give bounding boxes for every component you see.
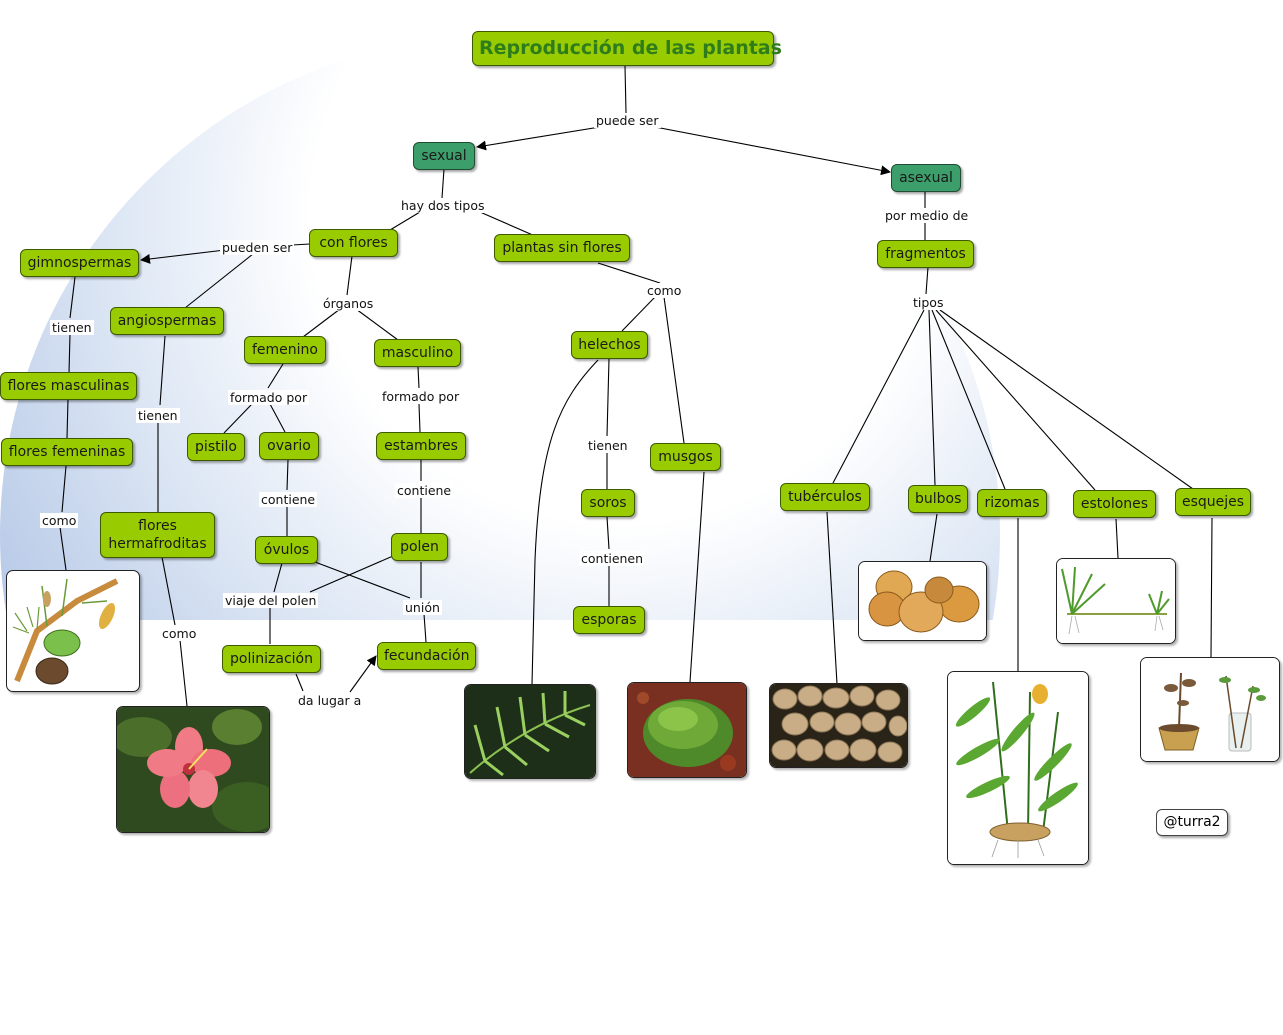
link-contiene-estambres: contiene	[395, 483, 454, 498]
node-fecundacion[interactable]: fecundación	[377, 642, 476, 670]
link-tienen-gimno: tienen	[50, 320, 94, 335]
node-con-flores[interactable]: con flores	[309, 229, 398, 257]
node-helechos[interactable]: helechos	[571, 331, 648, 359]
node-esporas[interactable]: esporas	[573, 606, 645, 634]
link-formado-por-fem: formado por	[228, 390, 310, 405]
node-angiospermas[interactable]: angiospermas	[110, 307, 224, 335]
node-gimnospermas[interactable]: gimnospermas	[20, 249, 139, 277]
author-credit: @turra2	[1156, 809, 1228, 836]
hibiscus-photo[interactable]	[116, 706, 270, 833]
link-pueden-ser: pueden ser	[220, 240, 295, 255]
link-viaje-del-polen: viaje del polen	[223, 593, 319, 608]
link-union: unión	[403, 600, 442, 615]
link-por-medio-de: por medio de	[883, 208, 971, 223]
link-tienen-helechos: tienen	[586, 438, 630, 453]
node-esquejes[interactable]: esquejes	[1175, 488, 1251, 516]
node-femenino[interactable]: femenino	[244, 336, 326, 364]
link-como-gimno: como	[40, 513, 79, 528]
cuttings-photo[interactable]	[1140, 657, 1280, 762]
link-puede-ser: puede ser	[594, 113, 661, 128]
link-tienen-angio: tienen	[136, 408, 180, 423]
ginger-rhizome-illustration[interactable]	[947, 671, 1089, 865]
link-formado-por-masc: formado por	[380, 389, 462, 404]
node-polinizacion[interactable]: polinización	[222, 645, 321, 673]
map-title[interactable]: Reproducción de las plantas	[472, 31, 782, 66]
link-como-angio: como	[160, 626, 199, 641]
node-fragmentos[interactable]: fragmentos	[877, 240, 974, 268]
node-ovario[interactable]: ovario	[259, 432, 319, 460]
node-estambres[interactable]: estambres	[376, 432, 466, 460]
node-flores-masculinas[interactable]: flores masculinas	[0, 372, 137, 400]
node-soros[interactable]: soros	[581, 489, 635, 517]
link-tipos: tipos	[911, 295, 946, 310]
node-bulbos[interactable]: bulbos	[908, 485, 968, 513]
node-sexual[interactable]: sexual	[413, 142, 475, 170]
tubers-photo[interactable]	[769, 683, 908, 768]
pine-cone-illustration[interactable]	[6, 570, 140, 692]
link-organos: órganos	[321, 296, 376, 311]
link-hay-dos-tipos: hay dos tipos	[399, 198, 487, 213]
node-estolones[interactable]: estolones	[1073, 490, 1156, 518]
node-polen[interactable]: polen	[391, 533, 448, 561]
moss-photo[interactable]	[627, 682, 747, 778]
node-asexual[interactable]: asexual	[891, 164, 961, 192]
node-plantas-sin-flores[interactable]: plantas sin flores	[494, 234, 630, 262]
node-rizomas[interactable]: rizomas	[977, 489, 1047, 517]
node-tuberculos[interactable]: tubérculos	[780, 483, 870, 511]
node-pistilo[interactable]: pistilo	[187, 433, 245, 461]
stolons-illustration[interactable]	[1056, 558, 1176, 644]
link-contienen-soros: contienen	[579, 551, 646, 566]
link-contiene-ovario: contiene	[259, 492, 318, 507]
node-musgos[interactable]: musgos	[650, 443, 721, 471]
node-flores-femeninas[interactable]: flores femeninas	[1, 438, 133, 466]
link-como-sin-flores: como	[645, 283, 684, 298]
link-da-lugar-a: da lugar a	[296, 693, 364, 708]
node-ovulos[interactable]: óvulos	[255, 536, 318, 564]
node-flores-hermafroditas[interactable]: flores hermafroditas	[100, 512, 215, 558]
fern-photo[interactable]	[464, 684, 596, 779]
onion-bulbs-photo[interactable]	[858, 561, 987, 641]
node-masculino[interactable]: masculino	[374, 339, 461, 367]
connector-lines	[59, 65, 1213, 707]
